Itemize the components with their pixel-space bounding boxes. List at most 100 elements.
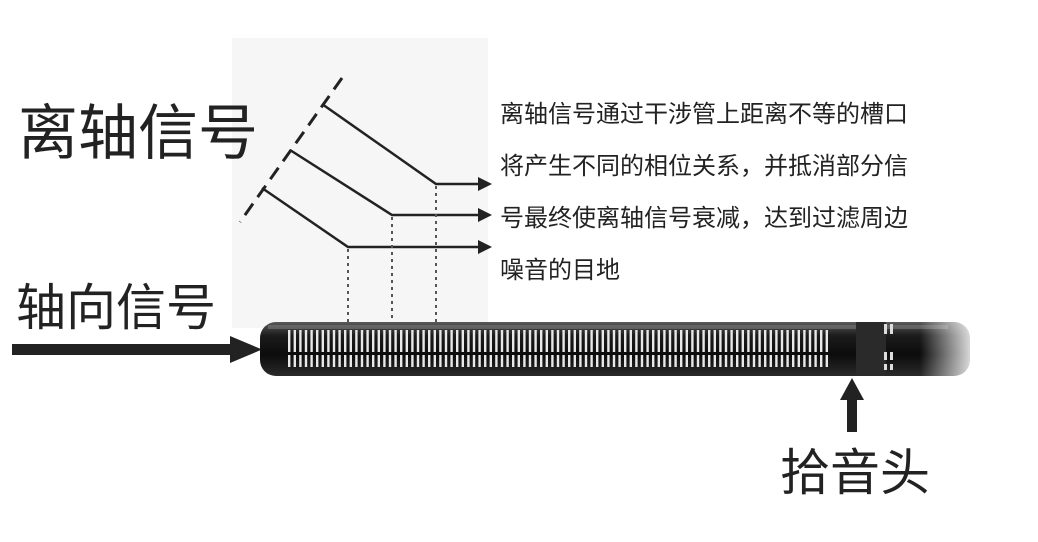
tube-slot — [652, 340, 655, 352]
tube-slot — [484, 355, 487, 367]
tube-slot — [814, 330, 817, 340]
tube-slot — [310, 355, 313, 367]
tube-slot — [775, 340, 778, 352]
tube-slot — [657, 330, 660, 340]
tube-slot — [528, 355, 532, 367]
tube-slot — [584, 355, 588, 367]
tube-slot — [668, 355, 672, 367]
tube-slot — [696, 330, 700, 340]
tube-slot — [562, 340, 565, 352]
tube-slot — [758, 355, 761, 367]
tube-slot — [635, 330, 638, 340]
tube-slot — [293, 355, 296, 367]
tube-slot — [394, 355, 397, 367]
tube-slot — [596, 340, 599, 352]
tube-slot — [747, 330, 750, 340]
tube-slot — [383, 340, 386, 352]
tube-slot — [663, 330, 666, 340]
tube-slot — [696, 355, 700, 367]
tube-slot — [534, 330, 537, 340]
tube-slot — [607, 330, 610, 340]
off-axis-signal-paths — [261, 102, 480, 249]
tube-slot — [366, 355, 369, 367]
tube-slot — [321, 340, 324, 352]
tube-slot — [338, 330, 341, 340]
description-line: 离轴信号通过干涉管上距离不等的槽口 — [500, 100, 908, 128]
tube-slot — [568, 355, 571, 367]
tube-slot — [422, 340, 425, 352]
tube-slot — [304, 355, 308, 367]
tube-slot — [691, 355, 694, 367]
tube-slot — [652, 330, 655, 340]
description-text: 离轴信号通过干涉管上距离不等的槽口 将产生不同的相位关系，并抵消部分信 号最终使… — [500, 88, 1020, 296]
tube-slot — [663, 355, 666, 367]
tube-slot — [820, 340, 823, 352]
signal-path-1 — [321, 102, 480, 186]
tube-slot — [769, 340, 772, 352]
tube-slot — [668, 330, 672, 340]
tube-slot — [730, 340, 733, 352]
tube-slot — [411, 340, 414, 352]
tube-slot — [590, 340, 593, 352]
tube-slot — [736, 330, 739, 340]
on-axis-signal-label: 轴向信号 — [16, 279, 216, 337]
tube-slot — [573, 330, 576, 340]
tube-slot — [825, 355, 828, 367]
tube-slot — [635, 355, 638, 367]
tube-slot — [484, 340, 487, 352]
tube-slot — [388, 340, 392, 352]
tube-slot — [506, 355, 509, 367]
tube-slot — [680, 340, 683, 352]
tube-slot — [764, 355, 767, 367]
tube-slot — [416, 355, 420, 367]
arrowheads — [478, 177, 492, 254]
tube-slot — [618, 340, 621, 352]
tube-slot — [584, 330, 588, 340]
tube-slot — [596, 330, 599, 340]
tube-slot — [573, 340, 576, 352]
tube-slot — [685, 330, 688, 340]
tube-slot — [327, 340, 330, 352]
tube-slot — [696, 340, 700, 352]
tube-slot — [825, 330, 828, 340]
tube-slot — [590, 330, 593, 340]
tube-slot — [360, 355, 364, 367]
tube-slot — [780, 355, 784, 367]
tube-slot — [299, 355, 302, 367]
tube-fade — [920, 318, 980, 380]
tube-slot — [299, 340, 302, 352]
tube-slot — [579, 330, 582, 340]
tube-slot — [450, 355, 453, 367]
tube-slot — [562, 330, 565, 340]
tube-slot — [702, 340, 705, 352]
tube-slot — [691, 340, 694, 352]
tube-slot — [495, 355, 498, 367]
tube-slot — [400, 330, 403, 340]
tube-slot — [349, 330, 352, 340]
tube-slot — [332, 355, 336, 367]
tube-slot — [792, 340, 795, 352]
tube-slot — [293, 330, 296, 340]
tube-slot — [332, 340, 336, 352]
tube-slot — [377, 340, 380, 352]
tube-slot — [736, 340, 739, 352]
tube-slot — [478, 340, 481, 352]
tube-slot — [405, 330, 408, 340]
tube-slot — [607, 340, 610, 352]
tube-slot — [601, 340, 604, 352]
tube-slot — [551, 340, 554, 352]
tube-slot — [416, 340, 420, 352]
tube-slot — [400, 340, 403, 352]
tube-slot — [472, 340, 476, 352]
tube-slot — [803, 330, 806, 340]
capsule-rings — [884, 324, 893, 370]
capsule-arrow — [840, 378, 864, 432]
tube-slot — [372, 355, 375, 367]
tube-slot — [377, 330, 380, 340]
slot-drop-lines — [347, 186, 437, 322]
tube-slot — [472, 330, 476, 340]
tube-slot — [612, 340, 616, 352]
tube-slot — [461, 355, 464, 367]
tube-slot — [478, 330, 481, 340]
tube-slot — [629, 340, 632, 352]
